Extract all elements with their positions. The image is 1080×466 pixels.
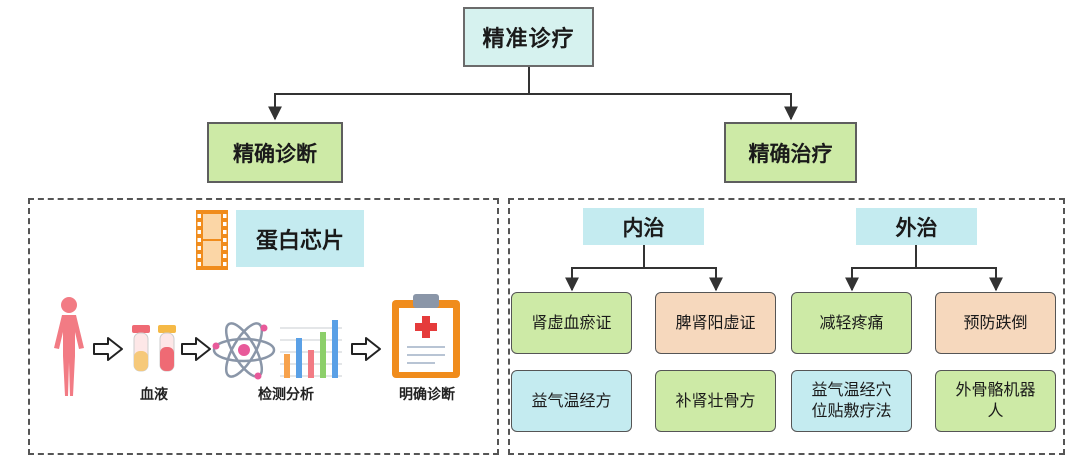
protein-chip-label: 蛋白芯片 <box>236 210 364 267</box>
hollow-arrow-icon <box>351 337 381 361</box>
internal-treatment-node: 内治 <box>583 208 704 245</box>
external-left-arrow <box>845 245 917 292</box>
blood-tube-icon <box>132 325 176 372</box>
external-right-arrow <box>916 267 1003 292</box>
atom-chart-icon <box>212 320 342 380</box>
leaf-reduce-pain: 减轻疼痛 <box>791 292 912 354</box>
leaf-acupoint-therapy: 益气温经穴 位贴敷疗法 <box>791 370 912 432</box>
leaf-kidney-deficiency: 肾虚血瘀证 <box>511 292 632 354</box>
root-node: 精准诊疗 <box>463 7 594 67</box>
leaf-prevent-fall: 预防跌倒 <box>935 292 1056 354</box>
treatment-panel <box>508 198 1065 455</box>
internal-right-arrow <box>644 267 723 292</box>
internal-left-arrow <box>565 245 645 292</box>
human-body-icon <box>54 297 84 396</box>
leaf-bushen-formula: 补肾壮骨方 <box>655 370 776 432</box>
treatment-node: 精确治疗 <box>724 122 857 183</box>
root-to-diagnosis-arrow <box>268 67 530 121</box>
film-strip-icon <box>196 210 228 270</box>
diagnosis-node: 精确诊断 <box>207 122 343 183</box>
root-to-treatment-arrow <box>529 93 798 121</box>
external-treatment-node: 外治 <box>856 208 977 245</box>
clipboard-medical-icon <box>392 294 460 378</box>
step-analysis-label: 检测分析 <box>258 387 314 403</box>
step-blood-label: 血液 <box>140 387 168 403</box>
leaf-yiqi-formula: 益气温经方 <box>511 370 632 432</box>
diagnosis-panel <box>28 198 499 455</box>
leaf-spleen-kidney: 脾肾阳虚证 <box>655 292 776 354</box>
hollow-arrow-icon <box>181 337 211 361</box>
leaf-exoskeleton: 外骨骼机器 人 <box>935 370 1056 432</box>
step-diagnosis-label: 明确诊断 <box>399 387 455 403</box>
hollow-arrow-icon <box>93 337 123 361</box>
